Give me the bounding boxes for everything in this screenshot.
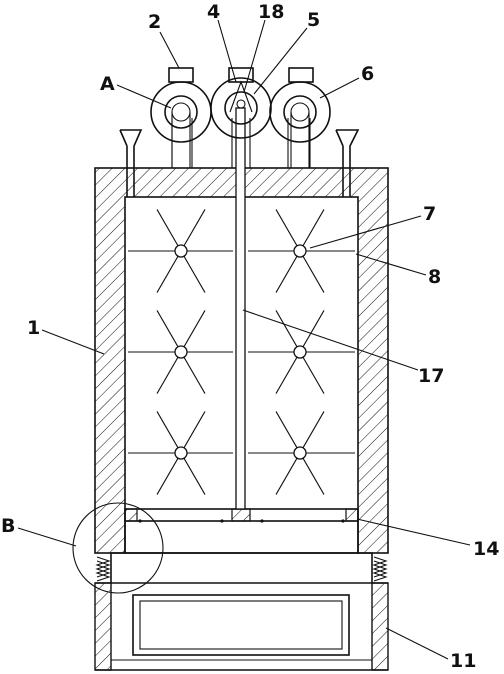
label-b: B <box>1 515 15 537</box>
left-support-bracket <box>110 521 126 583</box>
leader-6 <box>319 77 360 99</box>
impeller-5 <box>128 411 233 495</box>
sieve-dot-2 <box>220 519 224 523</box>
label-5: 5 <box>307 9 320 31</box>
label-7: 7 <box>423 203 436 225</box>
leader-4 <box>217 19 237 83</box>
label-4: 4 <box>207 1 220 23</box>
label-1: 1 <box>27 317 40 339</box>
sieve-right-block <box>345 508 359 522</box>
left-spring <box>95 556 111 582</box>
drawer-outer <box>132 594 350 656</box>
label-6: 6 <box>361 63 374 85</box>
left-motor-block <box>168 67 194 83</box>
sieve-left-block <box>124 508 138 522</box>
leader-5 <box>253 27 308 95</box>
left-pulley <box>150 81 212 168</box>
sieve-dot-4 <box>341 519 345 523</box>
base-left-wall <box>94 582 112 671</box>
sieve-dot-1 <box>138 519 142 523</box>
leader-lines <box>17 19 471 660</box>
impeller-2 <box>248 209 355 293</box>
right-spring <box>372 556 388 582</box>
impeller-3 <box>128 310 233 394</box>
left-feed-funnel <box>119 129 143 197</box>
impeller-1 <box>128 209 233 293</box>
impeller-6 <box>248 411 355 495</box>
right-support-bracket <box>357 521 373 583</box>
impeller-group <box>128 209 355 495</box>
impeller-4 <box>248 310 355 394</box>
leader-b <box>17 527 77 547</box>
label-a: A <box>100 73 115 95</box>
base-right-wall <box>371 582 389 671</box>
leader-11 <box>385 627 449 660</box>
detail-circle-b <box>72 502 164 594</box>
label-17: 17 <box>418 365 444 387</box>
label-2: 2 <box>148 11 161 33</box>
sieve-dot-3 <box>260 519 264 523</box>
right-feed-funnel <box>335 129 360 197</box>
drive-shaft <box>235 107 246 510</box>
leader-1 <box>41 329 105 355</box>
sieve-center-block <box>231 508 251 522</box>
right-motor-block <box>288 67 314 83</box>
center-pulley <box>210 77 272 139</box>
drawer-inner <box>139 600 343 650</box>
leader-17 <box>242 309 419 371</box>
leader-7 <box>309 215 422 249</box>
motor-mounts <box>168 67 314 83</box>
lower-base <box>94 582 389 671</box>
label-8: 8 <box>428 266 441 288</box>
leader-14 <box>356 518 471 546</box>
shaft-body <box>235 107 246 510</box>
label-18: 18 <box>258 1 284 23</box>
leader-a <box>116 84 172 109</box>
leader-18 <box>243 19 266 93</box>
right-pulley <box>269 81 331 168</box>
leader-8 <box>355 253 427 276</box>
label-11: 11 <box>450 650 476 672</box>
label-14: 14 <box>473 538 499 560</box>
leader-2 <box>159 31 180 69</box>
sieve-plate-assembly <box>110 508 373 583</box>
